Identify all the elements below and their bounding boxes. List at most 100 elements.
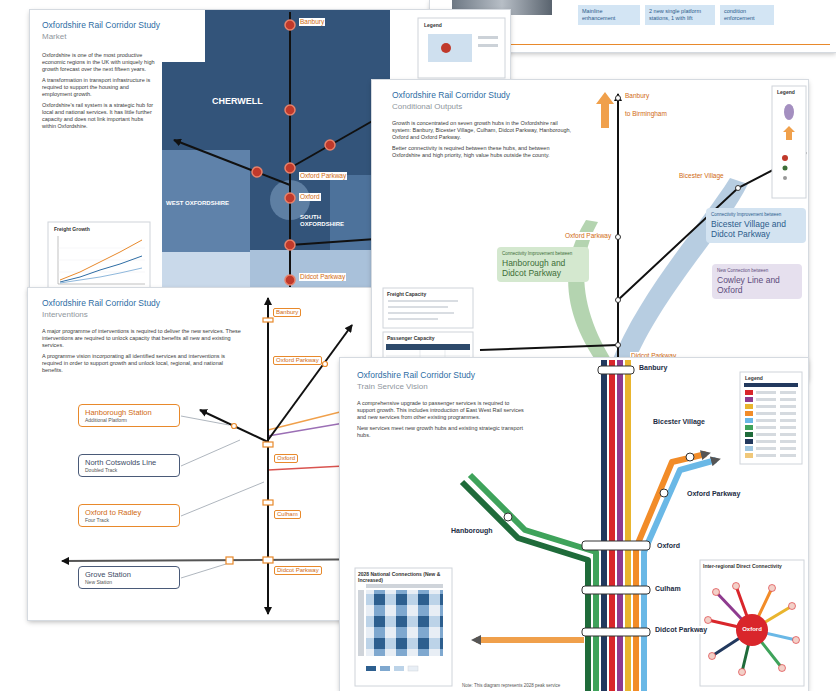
heading-text: Oxfordshire Rail Corridor Study [392, 90, 572, 100]
region-name: CHERWELL [212, 96, 263, 106]
legend-panel [756, 447, 776, 450]
legend-panel [780, 454, 796, 457]
station-marker [582, 541, 650, 550]
leader-line [181, 416, 229, 425]
heading-text: Connectivity Improvement between [502, 251, 584, 257]
station-dot [616, 298, 621, 303]
heading-text: Oxfordshire Rail Corridor Study [42, 298, 222, 308]
service-line [470, 475, 596, 691]
legend-panel [780, 426, 796, 429]
legend-panel [441, 43, 451, 53]
station-label: Didcot Parkway [299, 273, 346, 281]
connectivity-box: Connectivity Improvement betweenBicester… [706, 208, 806, 243]
connection-matrix [380, 666, 390, 671]
connection-matrix [366, 666, 418, 671]
hub-label: Oxford [736, 626, 768, 633]
station-marker [263, 500, 273, 505]
service-line [601, 360, 607, 691]
intervention-box: Oxford to RadleyFour Track [78, 504, 180, 527]
station-marker [285, 20, 295, 30]
connection-matrix [355, 568, 452, 686]
legend-panel [744, 383, 798, 387]
legend-panel [784, 104, 794, 120]
connectivity-radial [736, 614, 768, 646]
service-line [617, 360, 623, 691]
station-label: Hanborough [450, 527, 494, 535]
connectivity-box: Connectivity Improvement betweenHanborou… [497, 247, 589, 282]
legend-panel [756, 454, 776, 457]
station-marker [285, 193, 295, 203]
legend-panel [783, 126, 795, 140]
body-text: Doubled Track [85, 467, 173, 473]
legend-panel [782, 155, 788, 161]
connectivity-radial [709, 653, 716, 660]
legend-panel [740, 372, 802, 464]
growth-arrow [596, 92, 614, 128]
heading-text: North Cotswolds Line [85, 458, 173, 467]
legend-panel [756, 391, 776, 394]
legend-panel [756, 412, 776, 415]
connection-matrix [366, 590, 443, 656]
connection-matrix [394, 666, 404, 671]
station-marker [252, 167, 262, 177]
station-label: Banbury [638, 364, 668, 372]
intervention-box: North Cotswolds LineDoubled Track [78, 454, 180, 477]
station-marker [285, 163, 295, 173]
connectivity-radial [708, 586, 796, 672]
capacity-panel [383, 288, 473, 328]
region-name: WEST OXFORDSHIRE [166, 200, 229, 207]
body-text: Conditional Outputs [392, 102, 572, 112]
station-label: Oxford [299, 193, 321, 201]
station-label: Culham [654, 585, 682, 593]
legend-panel [780, 419, 796, 422]
body-text: A transformation in transport infrastruc… [42, 77, 157, 98]
station-label: Bicester Village [652, 418, 706, 426]
rail-line [174, 140, 290, 185]
connectivity-map [383, 86, 806, 380]
station-marker [226, 557, 233, 564]
chart-inset [58, 272, 145, 273]
region-name: SOUTH OXFORDSHIRE [300, 214, 348, 228]
legend-panel [756, 426, 776, 429]
station-label: Banbury [624, 92, 650, 100]
station-label: Banbury [299, 18, 325, 26]
station-label: Bicester Village [678, 172, 725, 180]
body-text: New services meet new growth hubs and ex… [357, 425, 527, 439]
leader-line [181, 482, 264, 516]
connectivity-radial [705, 617, 712, 624]
station-marker [263, 557, 273, 563]
legend-title: Legend [424, 22, 442, 28]
connection-matrix [366, 584, 443, 588]
service-map [355, 360, 804, 691]
station-marker [285, 105, 295, 115]
capacity-panel [388, 318, 438, 320]
heading-text: Oxfordshire Rail Corridor Study [357, 370, 537, 380]
district-region [162, 10, 390, 295]
connectivity-radial [793, 637, 800, 644]
body-text: A major programme of interventions is re… [42, 328, 242, 349]
station-dot [616, 235, 621, 240]
chart-inset [58, 284, 145, 285]
capacity-panel [388, 312, 454, 314]
connectivity-zone [568, 220, 618, 372]
station-marker [504, 513, 512, 521]
capacity-panel [388, 300, 458, 320]
legend-panel [478, 36, 498, 39]
legend-panel [745, 418, 753, 423]
station-marker [285, 275, 295, 285]
inset-title: 2028 National Connections (New & Increas… [358, 571, 448, 583]
legend-title: Legend [777, 89, 795, 95]
heading-text: Oxford to Radley [85, 508, 173, 517]
connectivity-radial [769, 585, 776, 592]
station-dot [616, 343, 621, 348]
station-label: Didcot Parkway [274, 566, 322, 575]
station-marker [325, 140, 335, 150]
connectivity-radial [700, 560, 804, 686]
chart-inset [60, 256, 142, 282]
rail-line [267, 298, 269, 614]
heading-text: Grove Station [85, 570, 173, 579]
legend-panel [745, 453, 753, 458]
station-marker [263, 442, 273, 447]
station-label: Oxford Parkway [273, 356, 322, 365]
station-marker [226, 318, 328, 564]
